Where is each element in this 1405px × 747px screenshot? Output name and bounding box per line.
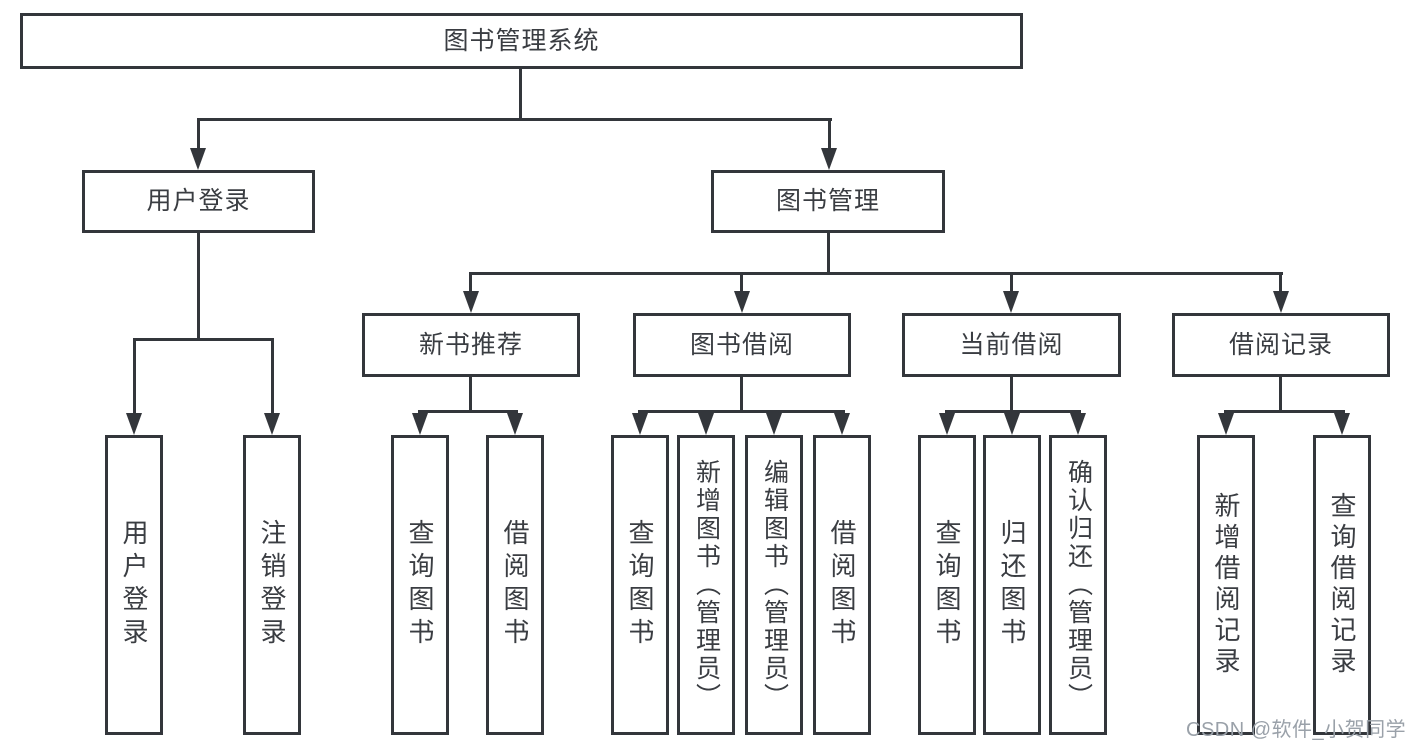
connector-line [638, 410, 845, 413]
node-label: 查询图书 [625, 519, 655, 651]
connector-line [740, 377, 743, 410]
leaf-search-borrow-record: 查询借阅记录 [1313, 435, 1371, 735]
arrowhead-down [190, 148, 206, 170]
arrowhead-down [1070, 413, 1086, 435]
arrowhead-down [698, 413, 714, 435]
csdn-watermark: CSDN @软件_小贺同学 [1186, 719, 1405, 741]
node-new-book-recommend: 新书推荐 [362, 313, 580, 377]
node-borrowing-records: 借阅记录 [1172, 313, 1390, 377]
node-label: 编辑图书（管理员） [760, 459, 789, 711]
node-label: 新书推荐 [418, 330, 523, 359]
node-label: 用户登录 [146, 187, 251, 215]
connector-line [197, 118, 200, 150]
node-label: 图书管理 [775, 187, 880, 215]
connector-line [1010, 272, 1013, 293]
connector-line [469, 272, 472, 293]
arrowhead-down [1003, 291, 1019, 313]
node-label: 用户登录 [119, 519, 149, 651]
arrowhead-down [463, 291, 479, 313]
node-label: 借阅记录 [1228, 330, 1333, 359]
leaf-logout: 注销登录 [243, 435, 301, 735]
arrowhead-down [834, 413, 850, 435]
leaf-return-book: 归还图书 [983, 435, 1041, 735]
leaf-borrow-books-recommend: 借阅图书 [486, 435, 544, 735]
node-label: 新增图书（管理员） [692, 459, 721, 711]
connector-line [469, 272, 1283, 275]
connector-line [418, 410, 518, 413]
node-label: 确认归还（管理员） [1064, 459, 1093, 711]
connector-line [1279, 272, 1282, 293]
connector-line [197, 118, 832, 121]
leaf-search-books-current: 查询图书 [918, 435, 976, 735]
connector-line [740, 272, 743, 293]
arrowhead-down [821, 148, 837, 170]
leaf-confirm-return-admin: 确认归还（管理员） [1049, 435, 1107, 735]
arrowhead-down [766, 413, 782, 435]
connector-line [469, 377, 472, 410]
node-label: 借阅图书 [827, 519, 857, 651]
arrowhead-down [1334, 413, 1350, 435]
leaf-borrow-books: 借阅图书 [813, 435, 871, 735]
connector-line [827, 233, 830, 272]
node-label: 借阅图书 [500, 519, 530, 651]
arrowhead-down [264, 413, 280, 435]
arrowhead-down [1273, 291, 1289, 313]
node-label: 归还图书 [997, 519, 1027, 651]
leaf-edit-book-admin: 编辑图书（管理员） [745, 435, 803, 735]
connector-line [1224, 410, 1345, 413]
connector-line [828, 118, 831, 150]
node-label: 当前借阅 [959, 330, 1064, 359]
arrowhead-down [939, 413, 955, 435]
node-label: 新增借阅记录 [1211, 492, 1241, 678]
arrowhead-down [126, 413, 142, 435]
arrowhead-down [734, 291, 750, 313]
node-current-borrowing: 当前借阅 [902, 313, 1121, 377]
leaf-search-books-recommend: 查询图书 [391, 435, 449, 735]
leaf-user-login: 用户登录 [105, 435, 163, 735]
leaf-search-books-borrowing: 查询图书 [611, 435, 669, 735]
connector-line [945, 410, 1081, 413]
node-user-login: 用户登录 [82, 170, 315, 233]
leaf-add-book-admin: 新增图书（管理员） [677, 435, 735, 735]
node-book-borrowing: 图书借阅 [633, 313, 851, 377]
connector-line [1279, 377, 1282, 410]
connector-line [271, 338, 274, 415]
arrowhead-down [507, 413, 523, 435]
node-label: 查询图书 [405, 519, 435, 651]
arrowhead-down [412, 413, 428, 435]
connector-line [133, 338, 136, 415]
node-label: 查询图书 [932, 519, 962, 651]
node-label: 图书管理系统 [443, 26, 600, 55]
connector-line [133, 338, 274, 341]
connector-line [197, 233, 200, 338]
node-book-management: 图书管理 [711, 170, 945, 233]
node-label: 注销登录 [257, 519, 287, 651]
node-label: 图书借阅 [689, 330, 794, 359]
connector-line [519, 68, 522, 121]
arrowhead-down [632, 413, 648, 435]
arrowhead-down [1218, 413, 1234, 435]
node-label: 查询借阅记录 [1327, 492, 1357, 678]
leaf-add-borrow-record: 新增借阅记录 [1197, 435, 1255, 735]
connector-line [1010, 377, 1013, 410]
node-library-management-system: 图书管理系统 [20, 13, 1023, 69]
arrowhead-down [1004, 413, 1020, 435]
